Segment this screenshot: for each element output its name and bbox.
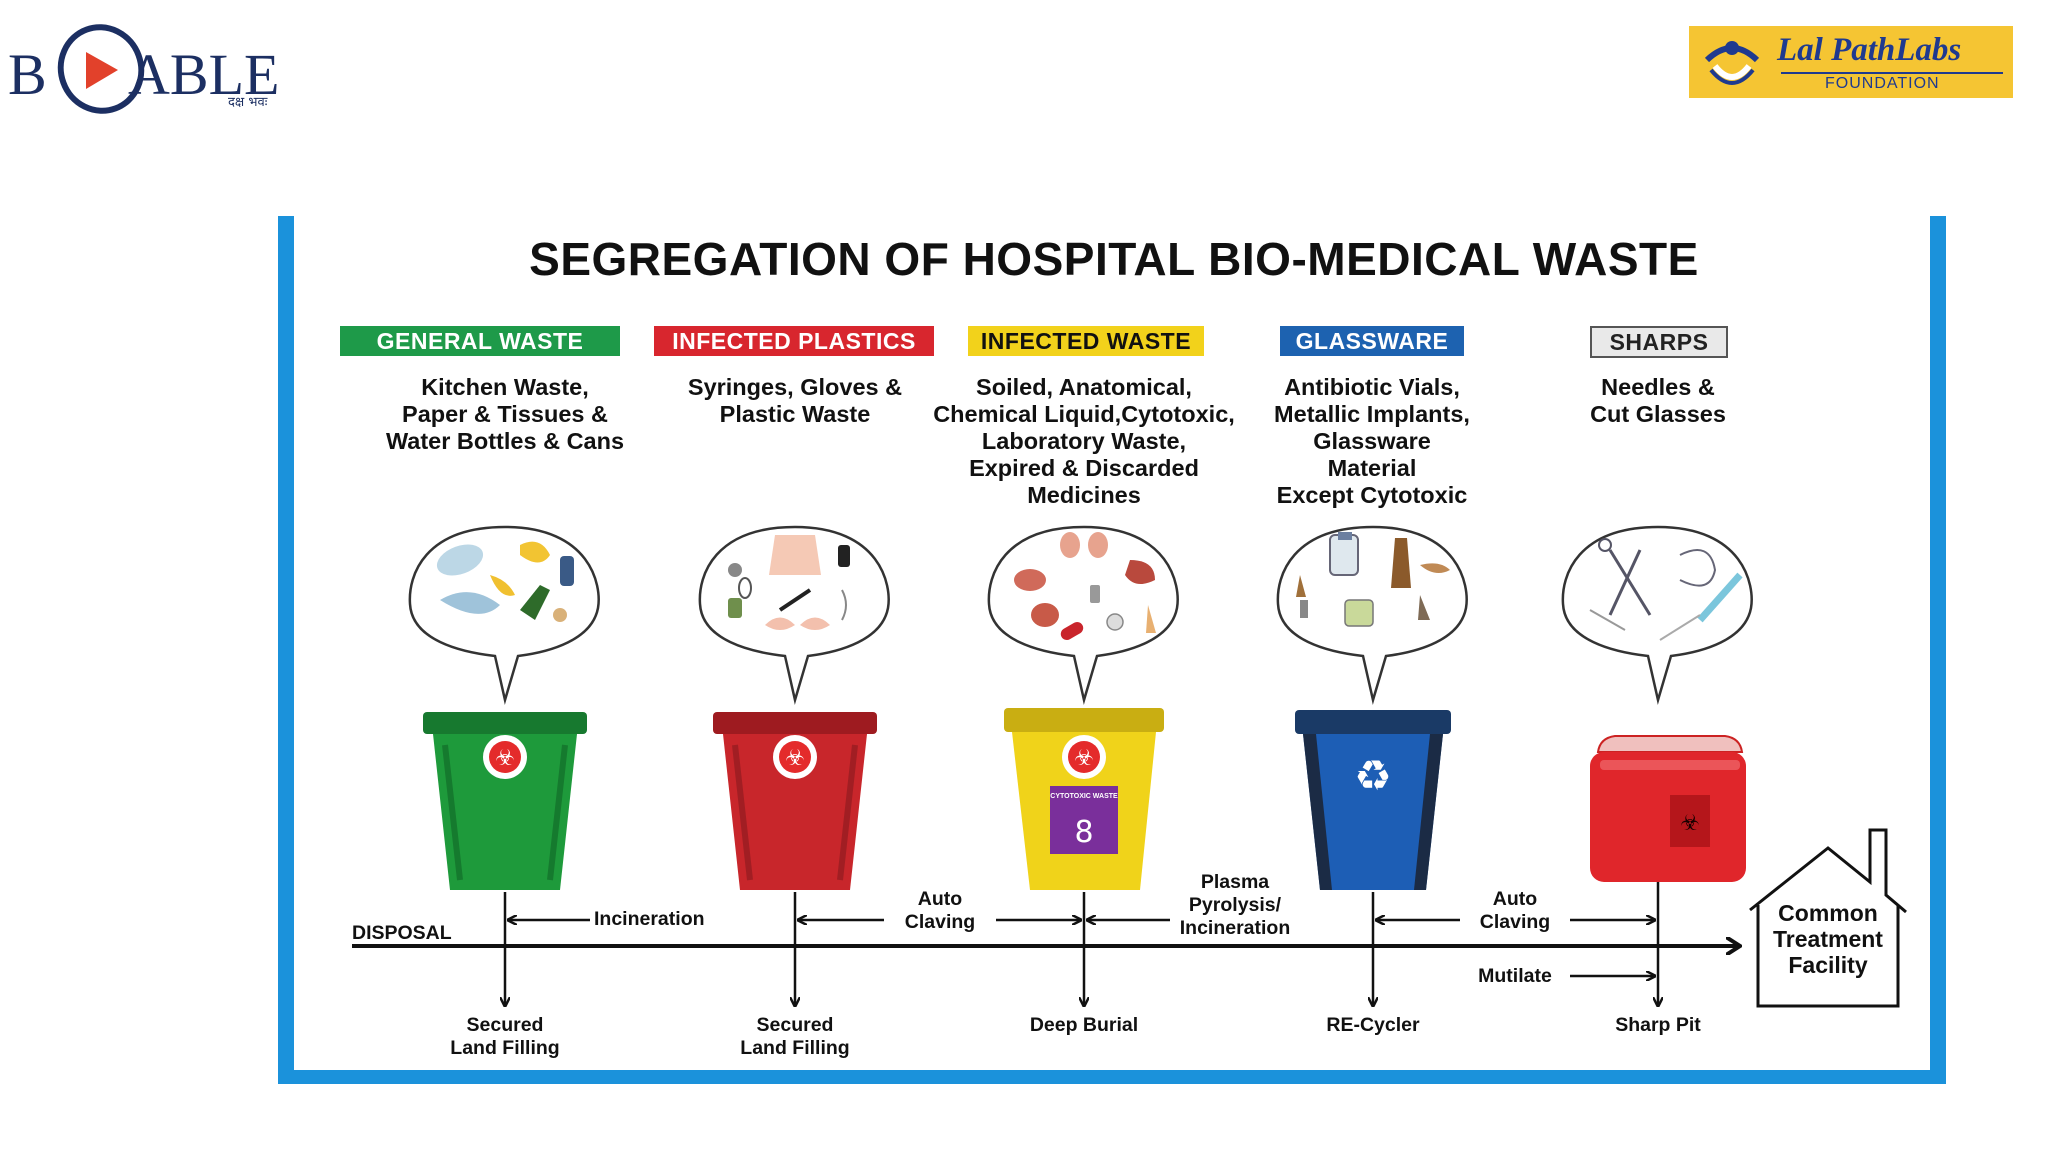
frame-bottom-border [278, 1070, 1946, 1084]
lal-pathlabs-logo: Lal PathLabs FOUNDATION [1689, 26, 2013, 98]
incineration-label: Incineration [594, 908, 705, 930]
bubble-infected-waste [987, 525, 1179, 705]
yellow-bin: ☣ CYTOTOXIC WASTE 8 [1004, 708, 1164, 890]
biohazard-icon: ☣ [785, 746, 805, 771]
category-sharps: SHARPS [1590, 326, 1728, 358]
desc-infected-waste: Soiled, Anatomical, Chemical Liquid,Cyto… [933, 374, 1235, 508]
destination-glassware: RE-Cycler [1326, 1014, 1420, 1036]
facility-house-roof [1749, 828, 1907, 914]
desc-infected-plastics: Syringes, Gloves & Plastic Waste [687, 374, 903, 427]
recycle-icon: ♻ [1354, 751, 1392, 800]
destination-sharps: Sharp Pit [1615, 1014, 1701, 1036]
mutilate-label: Mutilate [1478, 965, 1552, 987]
cytotoxic-symbol-icon: 8 [1074, 815, 1093, 850]
facility-house-walls [1756, 905, 1900, 1008]
sharps-container: ☣ [1590, 735, 1746, 882]
category-infected-waste: INFECTED WASTE [968, 326, 1204, 356]
plasma-label: Plasma Pyrolysis/ Incineration [1179, 871, 1291, 939]
desc-glassware: Antibiotic Vials, Metallic Implants, Gla… [1274, 374, 1470, 508]
logo-underline [1781, 72, 2003, 74]
blue-bin: ♻ [1295, 710, 1451, 890]
beable-logo: B ABLE दक्ष भवः [6, 14, 296, 114]
destination-infected: Deep Burial [1029, 1014, 1139, 1036]
auto-claving-label-2: Auto Claving [1479, 888, 1551, 933]
biohazard-icon: ☣ [495, 746, 515, 771]
lal-pathlabs-name: Lal PathLabs [1777, 32, 1962, 68]
disposal-label: DISPOSAL [352, 922, 452, 944]
bubble-sharps [1561, 525, 1753, 705]
diagram-title: SEGREGATION OF HOSPITAL BIO-MEDICAL WAST… [529, 233, 1699, 285]
bubble-glassware [1276, 525, 1468, 705]
beable-logo-graphic: B ABLE [8, 24, 279, 114]
common-treatment-facility-label: Common Treatment Facility [1773, 900, 1883, 978]
cytotoxic-tag: CYTOTOXIC WASTE [1050, 793, 1118, 800]
beable-tagline: दक्ष भवः [228, 95, 268, 110]
category-general-waste: GENERAL WASTE [340, 326, 620, 356]
svg-text:B: B [8, 42, 47, 107]
bubble-infected-plastics [698, 525, 890, 705]
desc-sharps: Needles & Cut Glasses [1590, 374, 1726, 427]
frame-right-border [1930, 216, 1946, 1084]
bubble-general-waste [408, 525, 600, 705]
red-bin: ☣ [713, 712, 877, 890]
green-bin: ☣ [423, 712, 587, 890]
destination-general: Secured Land Filling [450, 1014, 560, 1059]
category-glassware: GLASSWARE [1280, 326, 1464, 356]
frame-left-border [278, 216, 294, 1084]
desc-general-waste: Kitchen Waste, Paper & Tissues & Water B… [385, 374, 625, 454]
destination-plastics: Secured Land Filling [740, 1014, 850, 1059]
biohazard-icon: ☣ [1074, 746, 1094, 771]
biohazard-icon: ☣ [1680, 811, 1700, 836]
foundation-emblem-icon [1704, 41, 1760, 85]
auto-claving-label-1: Auto Claving [904, 888, 976, 933]
svg-text:ABLE: ABLE [128, 42, 279, 107]
category-infected-plastics: INFECTED PLASTICS [654, 326, 934, 356]
lal-pathlabs-sub: FOUNDATION [1825, 75, 1940, 92]
